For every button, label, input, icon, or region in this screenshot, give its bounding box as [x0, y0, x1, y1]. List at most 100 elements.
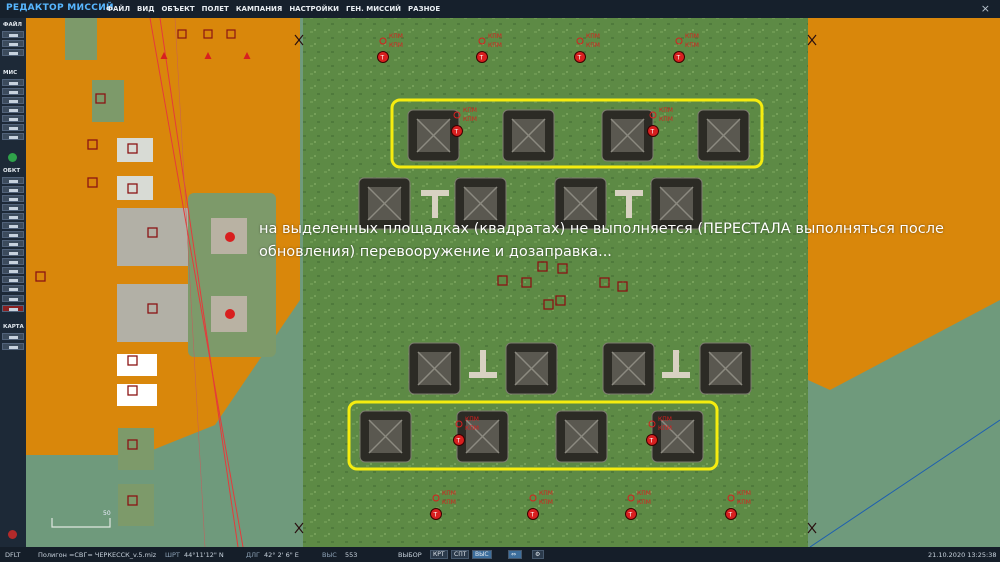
settings-button[interactable]: ⚙: [532, 550, 544, 559]
fit-view-button[interactable]: ⇔: [508, 550, 522, 559]
add-plane-button[interactable]: [2, 177, 24, 184]
shelter-mark: [465, 419, 500, 454]
tower-marker: [294, 522, 304, 534]
hangar-pad: [117, 284, 199, 342]
unit-marker: [647, 125, 659, 137]
open-file-button[interactable]: [2, 40, 24, 47]
add-picture-button[interactable]: [2, 276, 24, 283]
select-altitude-button[interactable]: ВЫС: [472, 550, 492, 559]
unit-label: КПМ: [488, 33, 502, 40]
app-title: РЕДАКТОР МИССИЙ: [6, 3, 114, 13]
ramp-tile: [117, 138, 153, 162]
alert-icon[interactable]: [8, 530, 17, 539]
add-vehicle-button[interactable]: [2, 204, 24, 211]
menu-object[interactable]: ОБЪЕКТ: [161, 5, 195, 13]
mission-settings-button[interactable]: [2, 79, 24, 86]
ramp-tile: [65, 18, 97, 60]
map-icon: [9, 335, 18, 339]
menu-campaign[interactable]: КАМПАНИЯ: [235, 5, 283, 13]
select-satellite-button[interactable]: СПТ: [451, 550, 470, 559]
add-group-button[interactable]: [2, 285, 24, 292]
copy-button[interactable]: [2, 295, 24, 302]
airfield-icon: [9, 260, 18, 264]
briefing-button[interactable]: [2, 115, 24, 122]
menu-settings[interactable]: НАСТРОЙКИ: [289, 5, 340, 13]
select-map-button[interactable]: КРТ: [430, 550, 448, 559]
group-icon: [9, 287, 18, 291]
menu-misc[interactable]: РАЗНОЕ: [408, 5, 441, 13]
warehouse-icon: [9, 269, 18, 273]
add-airfield-button[interactable]: [2, 258, 24, 265]
shelter-mark: [511, 118, 546, 153]
status-select-label: ВЫБОР: [398, 551, 422, 559]
fit-icon: ⇔: [511, 551, 517, 558]
new-file-button[interactable]: [2, 31, 24, 38]
shelter-mark: [463, 186, 498, 221]
status-bar: DFLT Полигон =СВГ= ЧЕРКЕССК_v.5.miz ШРТ …: [0, 547, 1000, 562]
unit-label: КПМ: [465, 425, 479, 432]
save-file-button[interactable]: [2, 49, 24, 56]
marker: [432, 196, 438, 218]
add-ship-button[interactable]: [2, 195, 24, 202]
coalitions-button[interactable]: [2, 124, 24, 131]
delete-button[interactable]: [2, 305, 24, 312]
add-template-button[interactable]: [2, 231, 24, 238]
shelter-mark: [416, 118, 451, 153]
unit-marker-glyph: T: [728, 512, 733, 519]
unit-marker-glyph: T: [650, 129, 655, 136]
helipad-unit-marker: [225, 232, 235, 242]
map-options-button[interactable]: [2, 333, 24, 340]
menu-file[interactable]: ФАЙЛ: [106, 5, 131, 13]
ruler-button[interactable]: [2, 343, 24, 350]
map-objects: TКПМКПМTКПМКПМTКПМКПМTКПМКПМTКПМКПМTКПМК…: [35, 29, 817, 534]
globe-icon[interactable]: [8, 153, 17, 162]
unit-marker: [476, 51, 488, 63]
triggers-button[interactable]: [2, 97, 24, 104]
unit-marker: [625, 508, 637, 520]
static-object: [127, 385, 138, 396]
close-icon[interactable]: ×: [980, 2, 990, 15]
menu-mission-gen[interactable]: ГЕН. МИССИЙ: [346, 5, 402, 13]
check-button[interactable]: [2, 133, 24, 140]
unit-marker: [574, 51, 586, 63]
marker: [421, 190, 449, 196]
static-object: [35, 271, 46, 282]
section-map-label: КАРТА: [3, 324, 24, 330]
route-line: [809, 419, 1000, 547]
static-object: [95, 93, 106, 104]
file-icon: [9, 33, 18, 37]
add-zone-button[interactable]: [2, 222, 24, 229]
add-static-button[interactable]: [2, 213, 24, 220]
menu-view[interactable]: ВИД: [137, 5, 155, 13]
add-target-button[interactable]: [2, 249, 24, 256]
add-helicopter-button[interactable]: [2, 186, 24, 193]
section-objects-label: ОБКТ: [3, 168, 21, 174]
unit-marker-glyph: T: [676, 55, 681, 62]
goals-button[interactable]: [2, 106, 24, 113]
unit-marker-glyph: T: [454, 129, 459, 136]
target-icon: [9, 251, 18, 255]
status-lat: 44°11'12" N: [184, 551, 224, 559]
status-lon-label: ДЛГ: [246, 551, 260, 559]
unit-label: КПМ: [685, 33, 699, 40]
mission-icon: [9, 81, 18, 85]
static-object: [127, 495, 138, 506]
marker: [626, 196, 632, 218]
route-line: [149, 18, 244, 547]
add-route-button[interactable]: [2, 240, 24, 247]
shelter-mark: [367, 186, 402, 221]
unit-marker: [527, 508, 539, 520]
status-mode: DFLT: [5, 551, 21, 559]
menu-flight[interactable]: ПОЛЕТ: [201, 5, 229, 13]
static-object: [147, 303, 158, 314]
add-warehouse-button[interactable]: [2, 267, 24, 274]
unit-label: КПМ: [442, 490, 456, 497]
unit-label: КПМ: [463, 116, 477, 123]
ramp-tile: [117, 176, 153, 200]
route-icon: [9, 242, 18, 246]
weather-button[interactable]: [2, 88, 24, 95]
unit-marker-glyph: T: [628, 512, 633, 519]
map-svg[interactable]: TКПМКПМTКПМКПМTКПМКПМTКПМКПМTКПМКПМTКПМК…: [26, 18, 1000, 547]
shelter-mark: [563, 186, 598, 221]
